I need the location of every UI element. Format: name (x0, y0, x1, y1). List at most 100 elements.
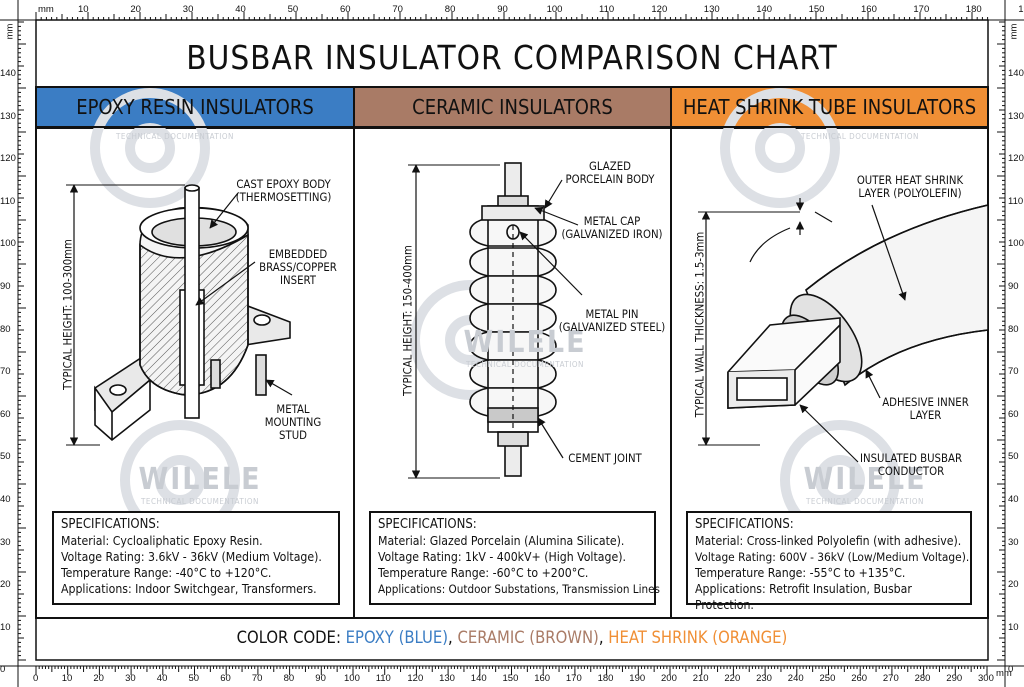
ruler-bottom-label: 280 (914, 673, 931, 684)
watermark-sub: TECHNICAL DOCUMENTATION (141, 497, 259, 506)
ruler-bottom-label: 270 (882, 673, 899, 684)
watermark-brand: WILELE (803, 462, 927, 497)
ruler-left-label: 40 (0, 494, 11, 505)
ruler-right-label: 80 (1008, 323, 1019, 335)
color-code-epoxy: EPOXY (BLUE) (345, 628, 449, 647)
ruler-top-label: 120 (651, 4, 668, 15)
spec-temperature: Temperature Range: -60°C to +200°C. (378, 566, 589, 580)
color-code-sep: , (598, 628, 604, 647)
heat-dimension-label: TYPICAL WALL THICKNESS: 1.5-3mm (693, 231, 707, 418)
ruler-left-label: 30 (0, 536, 11, 548)
watermark-sub: TECHNICAL DOCUMENTATION (466, 360, 584, 369)
ruler-bottom-label: 50 (188, 673, 200, 684)
ruler-right-label: 10 (1008, 621, 1019, 633)
callout-line: INSULATED BUSBAR (859, 452, 962, 465)
ruler-left-label: 90 (0, 281, 11, 292)
ruler-top-label: 90 (497, 4, 508, 15)
ruler-left-label: 110 (0, 195, 16, 207)
ruler-bottom-label: 0 (33, 673, 39, 684)
callout-line: INSERT (280, 274, 316, 287)
ceramic-callout-cement: CEMENT JOINT (560, 452, 650, 465)
ruler-left-label: 10 (0, 621, 11, 633)
ruler-top-label: 170 (913, 4, 930, 15)
callout-line: PORCELAIN BODY (565, 173, 655, 186)
color-code-label: COLOR CODE: (236, 628, 341, 647)
spec-heading: SPECIFICATIONS: (61, 517, 160, 532)
metal-cap-band (481, 205, 545, 221)
ruler-top-label: 190 (1018, 4, 1024, 15)
heat-callout-adhesive: ADHESIVE INNER LAYER (868, 396, 983, 422)
ceramic-callout-body: GLAZED PORCELAIN BODY (555, 160, 665, 186)
ceramic-header-bg (354, 87, 671, 128)
callout-line: STUD (279, 429, 307, 442)
callout-line: (GALVANIZED STEEL) (558, 321, 666, 334)
spec-material: Material: Cycloaliphatic Epoxy Resin. (61, 534, 263, 548)
watermark-1: WILELE TECHNICAL DOCUMENTATION (120, 462, 280, 506)
epoxy-dimension-label: TYPICAL HEIGHT: 100-300mm (61, 239, 75, 390)
callout-line: ADHESIVE INNER (882, 396, 969, 409)
callout-line: METAL PIN (585, 308, 639, 321)
spec-applications: Applications: Outdoor Substations, Trans… (378, 582, 660, 596)
spec-applications: Applications: Retrofit Insulation, Busba… (695, 582, 912, 612)
ruler-right-label: 110 (1008, 195, 1024, 207)
ceramic-callout-pin: METAL PIN (GALVANIZED STEEL) (554, 308, 670, 334)
heat-shrink-header: HEAT SHRINK TUBE INSULATORS (671, 87, 988, 128)
heat-callout-outer: OUTER HEAT SHRINK LAYER (POLYOLEFIN) (840, 174, 980, 200)
callout-line: GLAZED (589, 160, 631, 173)
epoxy-callout-body: CAST EPOXY BODY (THERMOSETTING) (226, 178, 341, 204)
ruler-bottom-label: 90 (315, 673, 326, 684)
ruler-right-label: 100 (1008, 238, 1024, 250)
ruler-bottom-label: 70 (251, 673, 263, 684)
ruler-bottom-label: 180 (597, 673, 614, 684)
callout-line: LAYER (POLYOLEFIN) (858, 187, 962, 200)
ruler-bottom-label: 60 (220, 673, 231, 684)
heat-shrink-drawing (727, 203, 989, 409)
ruler-bottom-label: 170 (565, 673, 582, 684)
heat-spec-box: SPECIFICATIONS: Material: Cross-linked P… (686, 511, 972, 612)
ceramic-spec-box: SPECIFICATIONS: Material: Glazed Porcela… (369, 511, 660, 605)
columns-table (35, 86, 989, 619)
ruler-bottom-label: 240 (787, 673, 804, 684)
spec-voltage: Voltage Rating: 600V - 36kV (Low/Medium … (695, 550, 970, 564)
spec-temperature: Temperature Range: -55°C to +135°C. (695, 566, 906, 580)
ruler-right-label: 50 (1008, 451, 1019, 463)
ruler-bottom-label: 210 (692, 673, 709, 684)
ruler-top-label: 130 (703, 4, 720, 15)
spec-applications: Applications: Indoor Switchgear, Transfo… (61, 582, 317, 596)
epoxy-insulator-drawing (94, 184, 291, 442)
ruler-bottom-label: 260 (851, 673, 868, 684)
ruler-bottom-label: 10 (61, 673, 73, 684)
ruler-unit-top: mm (38, 4, 54, 15)
epoxy-callout-stud: METAL MOUNTING STUD (258, 403, 328, 442)
ruler-top-label: 60 (340, 4, 351, 15)
callout-line: EMBEDDED (268, 248, 328, 261)
ruler-left-label: 80 (0, 323, 11, 335)
ruler-bottom-label: 230 (756, 673, 772, 684)
ruler-left-label: 120 (0, 153, 16, 165)
porcelain-shed (469, 217, 557, 247)
ruler-right-label: 0 (1008, 664, 1014, 676)
ruler-bottom-label: 120 (407, 673, 424, 684)
ruler-top-label: 110 (599, 4, 615, 15)
ruler-top-label: 140 (756, 4, 773, 15)
ruler-bottom-label: 130 (439, 673, 455, 684)
color-code-legend: COLOR CODE: EPOXY (BLUE), CERAMIC (BROWN… (0, 628, 1024, 647)
watermark-sub: TECHNICAL DOCUMENTATION (806, 497, 924, 506)
ruler-right-label: 30 (1008, 536, 1019, 548)
ruler-bottom-label: 40 (156, 673, 168, 684)
watermark-2: WILELE TECHNICAL DOCUMENTATION (450, 325, 600, 369)
ruler-top-label: 180 (965, 4, 982, 15)
ruler-bottom-label: 300 (978, 673, 994, 684)
watermark-5: TECHNICAL DOCUMENTATION (95, 132, 255, 141)
epoxy-callout-leaders (195, 192, 293, 396)
spec-material: Material: Glazed Porcelain (Alumina Sili… (378, 534, 625, 548)
callout-line: CAST EPOXY BODY (236, 178, 331, 191)
callout-line: (GALVANIZED IRON) (561, 228, 663, 241)
ruler-right-label: 140 (1008, 68, 1024, 79)
spec-voltage: Voltage Rating: 1kV - 400kV+ (High Volta… (378, 550, 626, 564)
ruler-bottom-label: 190 (629, 673, 646, 684)
epoxy-header: EPOXY RESIN INSULATORS (36, 87, 354, 128)
ruler-left-label: 140 (0, 68, 16, 79)
